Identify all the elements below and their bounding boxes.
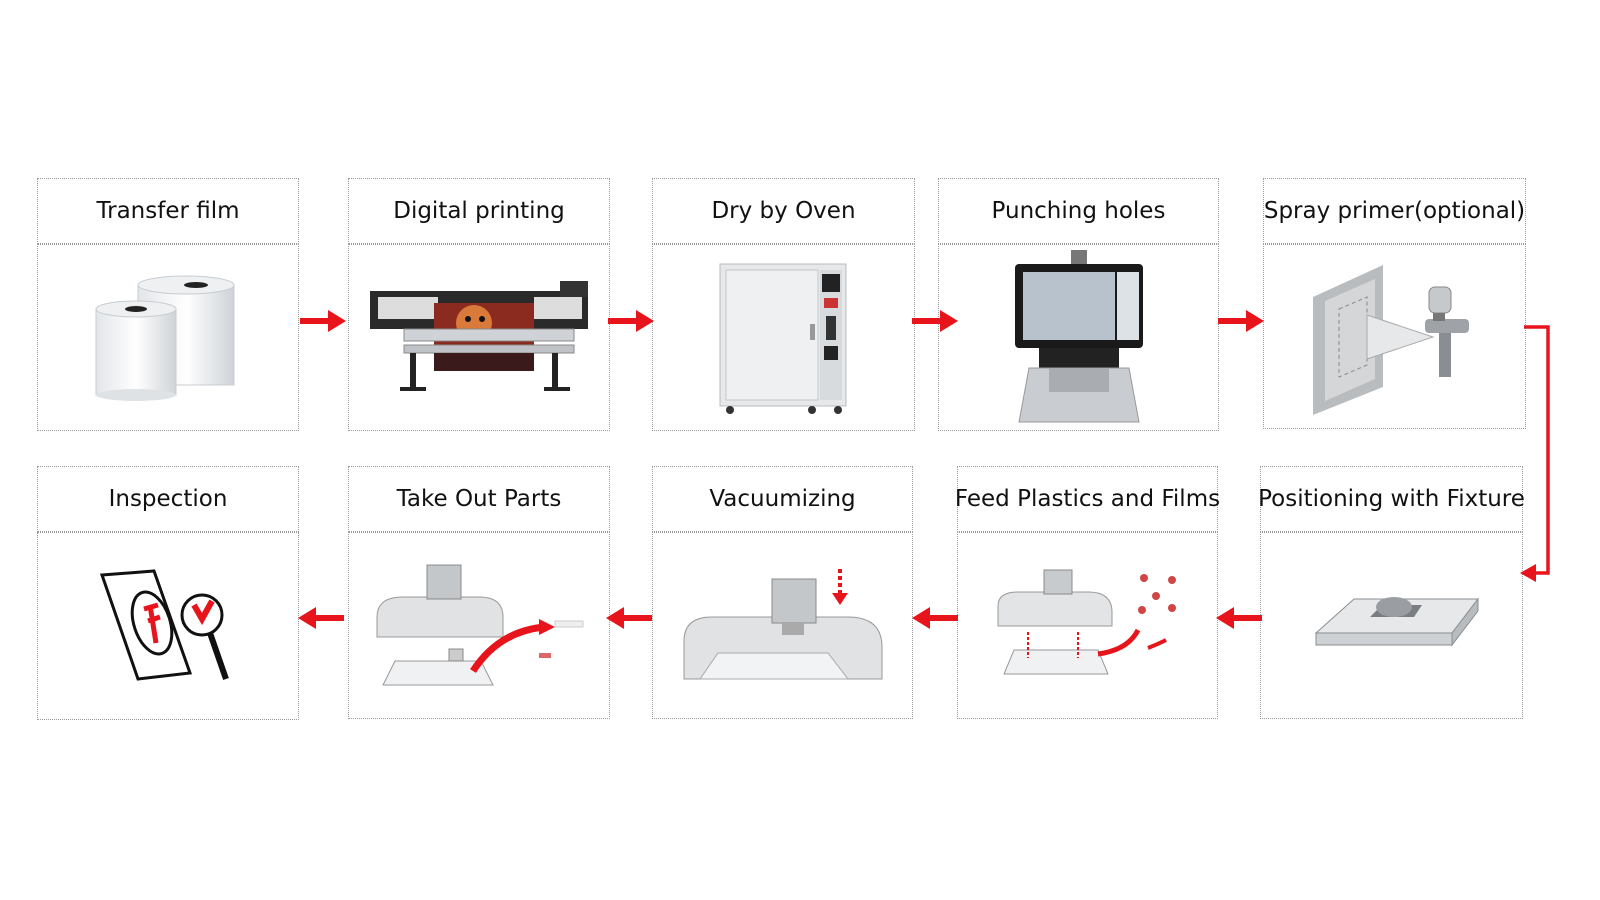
step-digital-printing: Digital printing xyxy=(348,178,610,431)
step-label: Transfer film xyxy=(37,178,299,244)
step-image xyxy=(652,532,913,719)
step-image xyxy=(957,532,1218,719)
step-take-out-parts: Take Out Parts xyxy=(348,466,610,719)
step-label: Punching holes xyxy=(938,178,1219,244)
step-label: Positioning with Fixture xyxy=(1258,466,1525,532)
arrow-left-icon xyxy=(1216,607,1262,629)
arrow-down-connector-icon xyxy=(1520,325,1550,582)
punch-machine-icon xyxy=(1014,250,1143,423)
feed-machine-icon xyxy=(997,569,1176,674)
step-image xyxy=(1263,244,1526,429)
step-image xyxy=(348,532,610,719)
spray-gun-icon xyxy=(1312,264,1469,415)
step-image xyxy=(348,244,610,431)
step-image xyxy=(37,532,299,720)
fixture-icon xyxy=(1314,596,1479,646)
step-label: Feed Plastics and Films xyxy=(955,466,1220,532)
arrow-left-icon xyxy=(298,607,344,629)
step-label: Spray primer(optional) xyxy=(1263,178,1526,244)
vacuum-machine-icon xyxy=(683,568,882,679)
step-image xyxy=(652,244,915,431)
step-label: Dry by Oven xyxy=(652,178,915,244)
arrow-right-icon xyxy=(1218,310,1264,332)
take-out-machine-icon xyxy=(376,564,584,685)
step-image xyxy=(37,244,299,431)
step-image xyxy=(938,244,1219,431)
arrow-right-icon xyxy=(300,310,346,332)
step-feed-plastics-and-films: Feed Plastics and Films xyxy=(955,466,1220,719)
step-inspection: Inspection xyxy=(37,466,299,720)
step-transfer-film: Transfer film xyxy=(37,178,299,431)
film-roll-icon xyxy=(95,275,235,401)
arrow-left-icon xyxy=(912,607,958,629)
step-label: Take Out Parts xyxy=(348,466,610,532)
step-spray-primer: Spray primer(optional) xyxy=(1263,178,1526,429)
oven-icon xyxy=(719,263,846,414)
arrow-right-icon xyxy=(608,310,654,332)
arrow-right-icon xyxy=(912,310,958,332)
magnifier-icon xyxy=(99,569,229,681)
step-label: Digital printing xyxy=(348,178,610,244)
step-vacuumizing: Vacuumizing xyxy=(652,466,913,719)
step-punching-holes: Punching holes xyxy=(938,178,1219,431)
step-positioning-with-fixture: Positioning with Fixture xyxy=(1258,466,1525,719)
printer-icon xyxy=(370,280,588,391)
step-dry-by-oven: Dry by Oven xyxy=(652,178,915,431)
step-label: Inspection xyxy=(37,466,299,532)
step-label: Vacuumizing xyxy=(652,466,913,532)
step-image xyxy=(1260,532,1523,719)
arrow-left-icon xyxy=(606,607,652,629)
